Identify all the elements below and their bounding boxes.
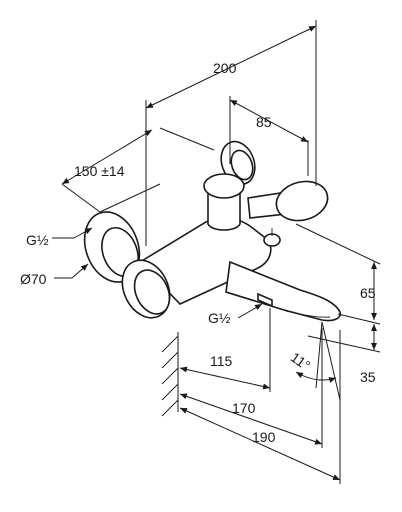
label-spout-angle: 11° [288,349,314,374]
mixer-drawing [83,140,342,322]
label-overall-width: 200 [213,60,237,76]
label-total-projection: 190 [252,429,276,445]
label-lever-depth: 85 [256,114,272,130]
label-spout-outlet-height: 35 [360,369,376,385]
label-escutcheon-diameter: Ø70 [20,271,47,287]
label-spout-projection: 170 [232,400,256,416]
label-outlet-distance: 115 [210,353,233,369]
label-inlet-thread: G½ [26,232,49,248]
label-spout-height: 65 [360,285,376,301]
dimension-lines [52,25,377,481]
label-inlet-spacing: 150 ±14 [74,163,125,179]
label-outlet-thread: G½ [208,310,231,326]
